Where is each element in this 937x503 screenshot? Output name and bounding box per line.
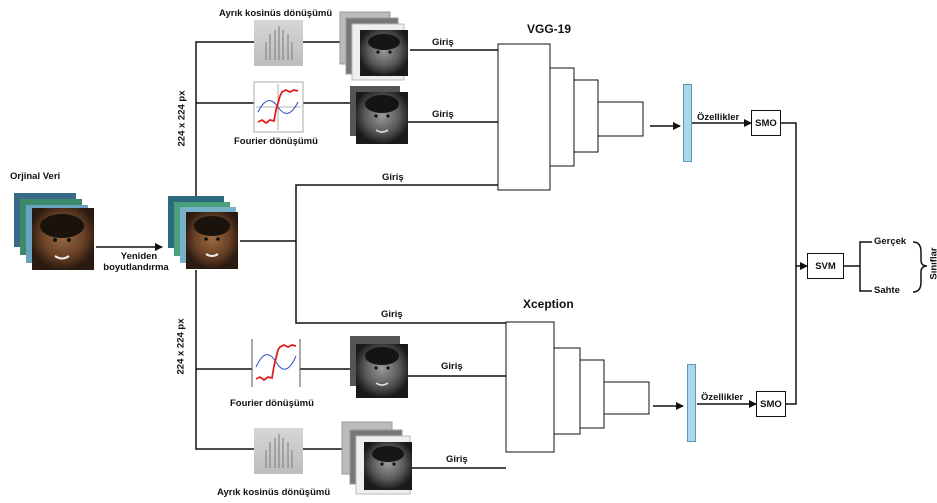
smo-box-bottom: SMO [756,391,786,417]
resize-label-line1: Yeniden [120,251,158,262]
classes-brace [912,241,928,293]
original-data-label: Orjinal Veri [10,171,61,182]
xception-network-layers [505,321,650,453]
classes-label: Sınıflar [928,247,937,280]
connector-lines [195,41,506,469]
vgg-network-layers [497,43,644,191]
feature-vector-xception [687,364,696,442]
input-label-vgg-direct: Giriş [382,172,404,183]
dct-label-top: Ayrık kosinüs dönüşümü [219,8,333,19]
class-real-label: Gerçek [874,236,907,247]
dct-plot-bottom [254,428,303,474]
xception-title: Xception [523,297,574,311]
dct-plot-top [254,20,303,66]
features-label-top: Özellikler [697,112,740,123]
dct-label-bottom: Ayrık kosinüs dönüşümü [217,487,331,498]
features-label-bottom: Özellikler [701,392,744,403]
dct-image-stack-bottom [341,421,412,495]
size-label-bottom: 224 x 224 px [175,318,187,375]
input-label-dct-top: Giriş [432,37,454,48]
size-label-top: 224 x 224 px [176,90,188,147]
resized-image-stack [168,196,238,269]
fourier-label-top: Fourier dönüşümü [234,136,318,147]
dct-image-stack-top [339,11,408,81]
fourier-label-bottom: Fourier dönüşümü [230,398,314,409]
input-label-fourier-bottom: Giriş [441,361,463,372]
smo-box-top: SMO [751,110,781,136]
feature-vector-vgg [683,84,692,162]
input-label-dct-bottom: Giriş [446,454,468,465]
class-fake-label: Sahte [874,285,900,296]
original-image-stack [14,193,94,270]
resize-label-line2: boyutlandırma [103,262,169,273]
fourier-plot-top [253,81,304,133]
fourier-plot-bottom [251,339,301,387]
vgg-title: VGG-19 [527,22,572,36]
fourier-image-stack-bottom [350,336,408,398]
fourier-image-stack-top [350,86,408,144]
svm-box: SVM [807,253,844,279]
input-label-xception-direct: Giriş [381,309,403,320]
input-label-fourier-top: Giriş [432,109,454,120]
